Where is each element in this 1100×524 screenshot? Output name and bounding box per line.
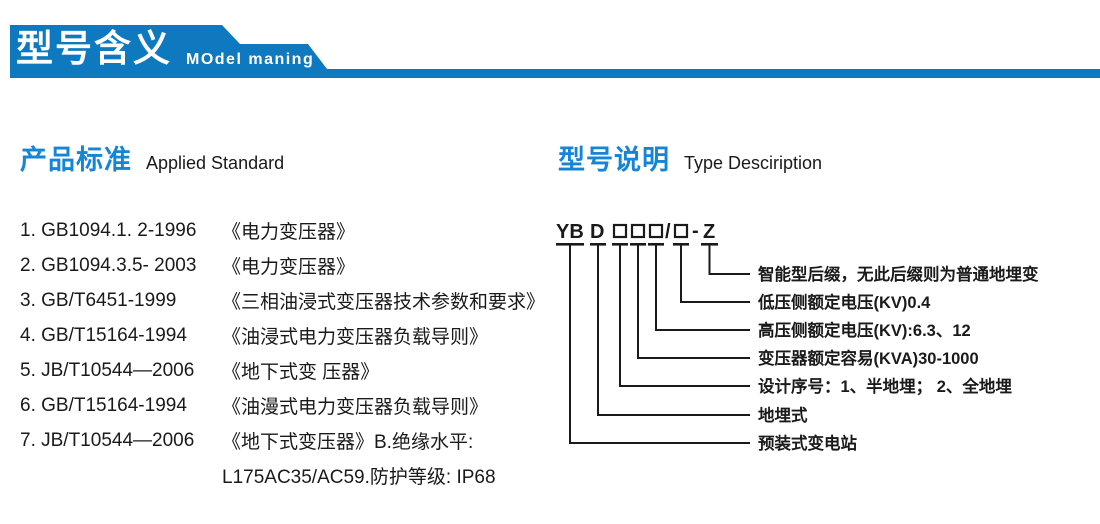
model-code-slash: / <box>665 221 671 243</box>
label-lv-voltage: 低压侧额定电压(KV)0.4 <box>757 292 931 312</box>
standard-row: 5. JB/T10544—2006 《地下式变 压器》 <box>20 353 540 388</box>
underline-bar <box>612 243 628 246</box>
connector-lines <box>569 245 750 444</box>
standard-title: 《油漫式电力变压器负载导则》 <box>222 397 489 418</box>
underline-bar <box>701 243 718 246</box>
model-code-dash: - <box>692 220 699 242</box>
standard-title: 《油浸式电力变压器负载导则》 <box>222 327 489 348</box>
standard-title: 《电力变压器》 <box>222 257 356 278</box>
model-code-second: D <box>590 221 604 243</box>
standard-row: 2. GB1094.3.5- 2003 《电力变压器》 <box>20 248 540 283</box>
standard-title: 《地下式变压器》B.绝缘水平: <box>222 432 474 453</box>
label-design-number: 设计序号：1、半地埋； 2、全地埋 <box>758 376 1012 396</box>
standard-row: 3. GB/T6451-1999 《三相油浸式变压器技术参数和要求》 <box>20 283 545 318</box>
type-description-heading-zh: 型号说明 <box>558 145 670 175</box>
label-prefab-station: 预装式变电站 <box>758 433 858 453</box>
model-digit-box <box>630 223 646 239</box>
standard-code: 1. GB1094.1. 2-1996 <box>20 219 197 241</box>
standard-title: 《电力变压器》 <box>222 222 356 243</box>
standard-code: 2. GB1094.3.5- 2003 <box>20 254 197 276</box>
standard-title: L175AC35/AC59.防护等级: IP68 <box>222 467 496 488</box>
standards-list: 1. GB1094.1. 2-1996 《电力变压器》 2. GB1094.3.… <box>20 213 545 493</box>
applied-standard-heading: 产品标准 Applied Standard <box>20 138 284 177</box>
standard-code: 5. JB/T10544—2006 <box>20 359 195 381</box>
underline-bar <box>673 243 689 246</box>
standard-row: 1. GB1094.1. 2-1996 《电力变压器》 <box>20 213 540 248</box>
connector-suffix <box>708 245 750 275</box>
applied-standard-heading-zh: 产品标准 <box>20 145 132 175</box>
connector-second <box>597 245 750 416</box>
connector-lv-box <box>680 245 750 303</box>
label-smart-suffix: 智能型后缀，无此后缀则为普通地埋变 <box>758 264 1039 284</box>
model-digit-box <box>612 223 628 239</box>
standard-title: 《地下式变 压器》 <box>222 362 380 383</box>
underline-bar <box>630 243 646 246</box>
standard-row-continuation: L175AC35/AC59.防护等级: IP68 <box>20 458 540 493</box>
model-code-prefix: YB <box>556 221 584 243</box>
underline-bar <box>590 243 606 246</box>
model-code-suffix: Z <box>703 221 715 243</box>
standard-title: 《三相油浸式变压器技术参数和要求》 <box>222 292 546 313</box>
underline-bar <box>648 243 664 246</box>
banner-subtitle: MOdel maning <box>186 51 315 68</box>
standard-code: 7. JB/T10544—2006 <box>20 429 195 451</box>
model-digit-box <box>673 223 689 239</box>
standard-row: 4. GB/T15164-1994 《油浸式电力变压器负载导则》 <box>20 318 540 353</box>
label-buried-type: 地埋式 <box>758 405 808 425</box>
connector-design-box <box>619 245 750 387</box>
applied-standard-heading-en: Applied Standard <box>146 153 285 173</box>
banner-title: 型号含义 <box>16 28 172 69</box>
model-code-diagram: YB D / - Z <box>540 215 1100 465</box>
standard-row: 6. GB/T15164-1994 《油漫式电力变压器负载导则》 <box>20 388 540 423</box>
standard-row: 7. JB/T10544—2006 《地下式变压器》B.绝缘水平: <box>20 423 540 458</box>
type-description-heading: 型号说明 Type Desciription <box>558 138 822 177</box>
standard-code: 6. GB/T15164-1994 <box>20 394 187 416</box>
underline-bar <box>556 243 584 246</box>
standard-code: 3. GB/T6451-1999 <box>20 289 177 311</box>
label-hv-voltage: 高压侧额定电压(KV):6.3、12 <box>758 320 971 340</box>
model-code-diagram-svg: YB D / - Z <box>556 220 1039 453</box>
standard-code: 4. GB/T15164-1994 <box>20 324 187 346</box>
label-rated-capacity: 变压器额定容易(KVA)30-1000 <box>758 348 979 368</box>
model-digit-box <box>648 223 664 239</box>
connector-kva-box <box>637 245 750 359</box>
connector-prefix <box>569 245 750 444</box>
type-description-heading-en: Type Desciription <box>684 153 823 173</box>
connector-hv-box <box>655 245 750 331</box>
